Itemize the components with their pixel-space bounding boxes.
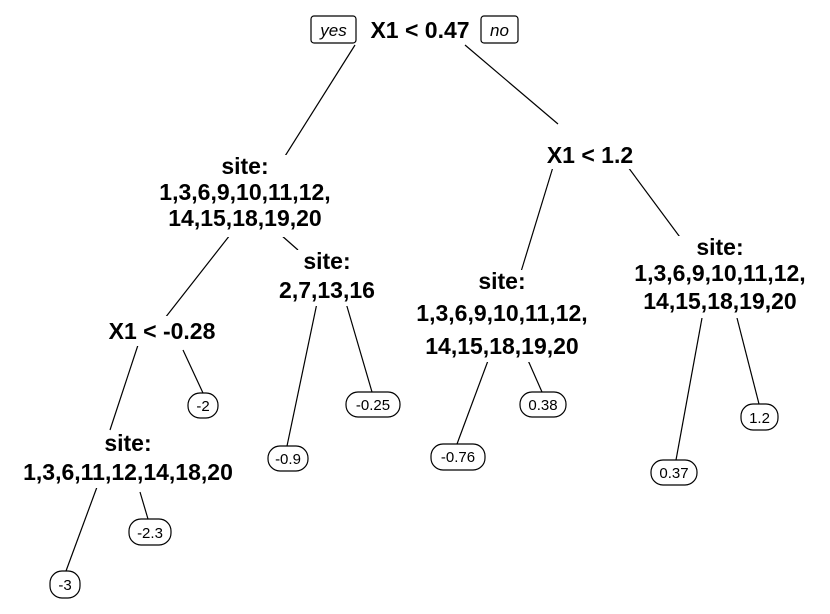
leaf-node: 1.2 bbox=[740, 403, 779, 431]
split-site-c-line2: 1,3,6,9,10,11,12, bbox=[416, 300, 587, 326]
split-site-d-line1: site: bbox=[696, 234, 743, 260]
leaf-value: -0.25 bbox=[356, 397, 390, 414]
edge-root-right bbox=[464, 44, 559, 125]
edge-sited-left bbox=[675, 317, 703, 461]
leaf-value: 0.37 bbox=[659, 465, 688, 482]
edge-sitea-right bbox=[280, 234, 299, 251]
split-site-b-line1: site: bbox=[303, 248, 350, 274]
root-node: yes X1 < 0.47 no bbox=[310, 15, 519, 44]
split-site-e-line1: site: bbox=[104, 430, 151, 456]
leaf-value: 1.2 bbox=[749, 410, 770, 427]
leaf-node: -2 bbox=[187, 392, 219, 419]
split-x1-1-2: X1 < 1.2 bbox=[535, 141, 645, 169]
no-label: no bbox=[490, 21, 509, 40]
no-box bbox=[480, 15, 519, 44]
edge-x112-left bbox=[519, 166, 554, 276]
leaf-value: -0.9 bbox=[275, 451, 301, 468]
split-site-d-line2: 1,3,6,9,10,11,12, bbox=[634, 260, 805, 286]
leaf-node: 0.38 bbox=[519, 391, 567, 418]
split-x1-neg-0-28-line1: X1 < -0.28 bbox=[109, 318, 216, 344]
leaf-node: -2.3 bbox=[128, 518, 172, 546]
yes-label: yes bbox=[319, 21, 347, 40]
edge-x1028-right bbox=[182, 349, 204, 394]
leaf-node: -0.25 bbox=[345, 391, 401, 418]
edge-siteb-left bbox=[286, 302, 318, 447]
leaf-value: -3 bbox=[58, 577, 71, 594]
split-x1-1-2-line1: X1 < 1.2 bbox=[547, 142, 633, 168]
split-site-c-line3: 14,15,18,19,20 bbox=[425, 333, 578, 359]
leaf-node: -0.9 bbox=[267, 445, 309, 472]
edge-root-left bbox=[274, 44, 356, 173]
split-site-d: site: 1,3,6,9,10,11,12, 14,15,18,19,20 bbox=[620, 234, 820, 318]
split-site-a-line3: 14,15,18,19,20 bbox=[168, 205, 321, 231]
leaf-value: -0.76 bbox=[441, 449, 475, 466]
tree-edges bbox=[65, 44, 760, 572]
split-site-b: site: 2,7,13,16 bbox=[270, 248, 385, 306]
split-site-d-line3: 14,15,18,19,20 bbox=[643, 288, 796, 314]
leaf-value: -2.3 bbox=[137, 525, 163, 542]
leaf-value: 0.38 bbox=[528, 397, 557, 414]
split-site-b-line2: 2,7,13,16 bbox=[279, 277, 375, 303]
leaf-node: -0.76 bbox=[430, 443, 486, 471]
split-site-e-line2: 1,3,6,11,12,14,18,20 bbox=[23, 459, 233, 485]
edge-sitec-left bbox=[456, 357, 490, 445]
leaf-node: -3 bbox=[49, 570, 81, 599]
split-site-a-line1: site: bbox=[221, 153, 268, 179]
edge-x112-right bbox=[627, 166, 689, 249]
split-x1-neg-0-28: X1 < -0.28 bbox=[96, 316, 228, 346]
edge-x1028-left bbox=[109, 344, 139, 431]
split-site-c: site: 1,3,6,9,10,11,12, 14,15,18,19,20 bbox=[402, 268, 602, 362]
edge-sitee-right bbox=[139, 491, 149, 520]
split-site-e: site: 1,3,6,11,12,14,18,20 bbox=[8, 430, 248, 488]
split-site-a-line2: 1,3,6,9,10,11,12, bbox=[159, 179, 330, 205]
edge-siteb-right bbox=[345, 302, 373, 393]
edge-sitee-left bbox=[65, 486, 98, 572]
edge-sited-right bbox=[736, 317, 760, 405]
split-site-c-line1: site: bbox=[478, 268, 525, 294]
root-split-label: X1 < 0.47 bbox=[370, 17, 469, 43]
edge-sitea-left bbox=[164, 234, 231, 319]
yes-box bbox=[310, 15, 357, 44]
leaf-value: -2 bbox=[196, 398, 209, 415]
edge-sitec-right bbox=[526, 357, 543, 393]
leaf-node: 0.37 bbox=[650, 459, 698, 486]
split-site-a: site: 1,3,6,9,10,11,12, 14,15,18,19,20 bbox=[145, 153, 345, 237]
